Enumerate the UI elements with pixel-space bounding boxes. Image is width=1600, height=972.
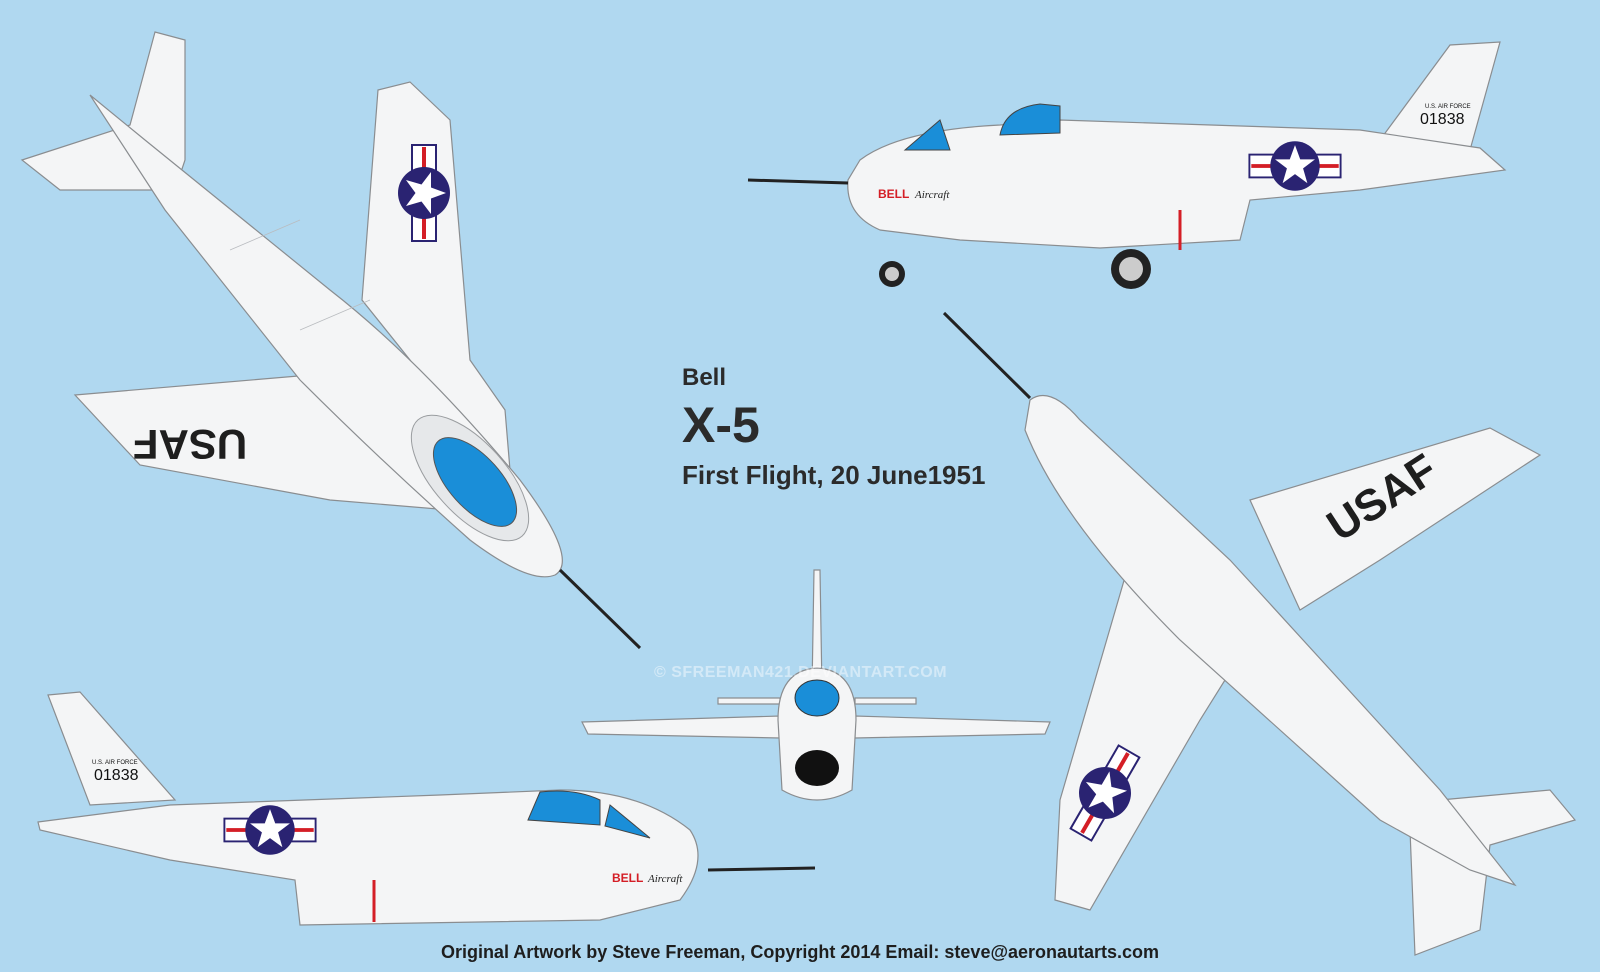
vertical-tail [47, 691, 177, 806]
model-title: X-5 [682, 397, 760, 453]
plan-view-right: USAF [942, 311, 1577, 956]
first-flight-text: First Flight, 20 June1951 [682, 460, 986, 490]
maker-title: Bell [682, 364, 727, 391]
side-view-bottom-left: U.S. AIR FORCE 01838 BELL Aircraft [37, 691, 816, 926]
pitot-boom [558, 568, 642, 650]
watermark: © SFREEMAN421.DEVIANTART.COM [654, 664, 948, 681]
tail-text: U.S. AIR FORCE [1425, 104, 1471, 110]
nose-brand-script: Aircraft [647, 873, 683, 885]
plan-view-top-left: USAF [20, 31, 642, 650]
right-wing [361, 81, 511, 472]
tail-serial: 01838 [94, 767, 139, 784]
right-wing [1249, 427, 1542, 611]
nose-brand: BELL [878, 187, 909, 201]
fuselage [37, 789, 699, 926]
nose-brand-script: Aircraft [914, 189, 950, 201]
fuselage [1024, 394, 1517, 887]
artwork-credit: Original Artwork by Steve Freeman, Copyr… [440, 942, 1160, 962]
fuselage [847, 119, 1507, 249]
tail-text: U.S. AIR FORCE [92, 760, 138, 766]
wing-usaf-text: USAF [133, 421, 247, 468]
tail-serial: 01838 [1420, 111, 1465, 128]
nose-brand: BELL [612, 871, 643, 885]
front-view [581, 569, 1051, 801]
side-view-top-right: U.S. AIR FORCE 01838 BELL Aircraft [747, 41, 1507, 289]
vertical-tail [1378, 41, 1501, 151]
